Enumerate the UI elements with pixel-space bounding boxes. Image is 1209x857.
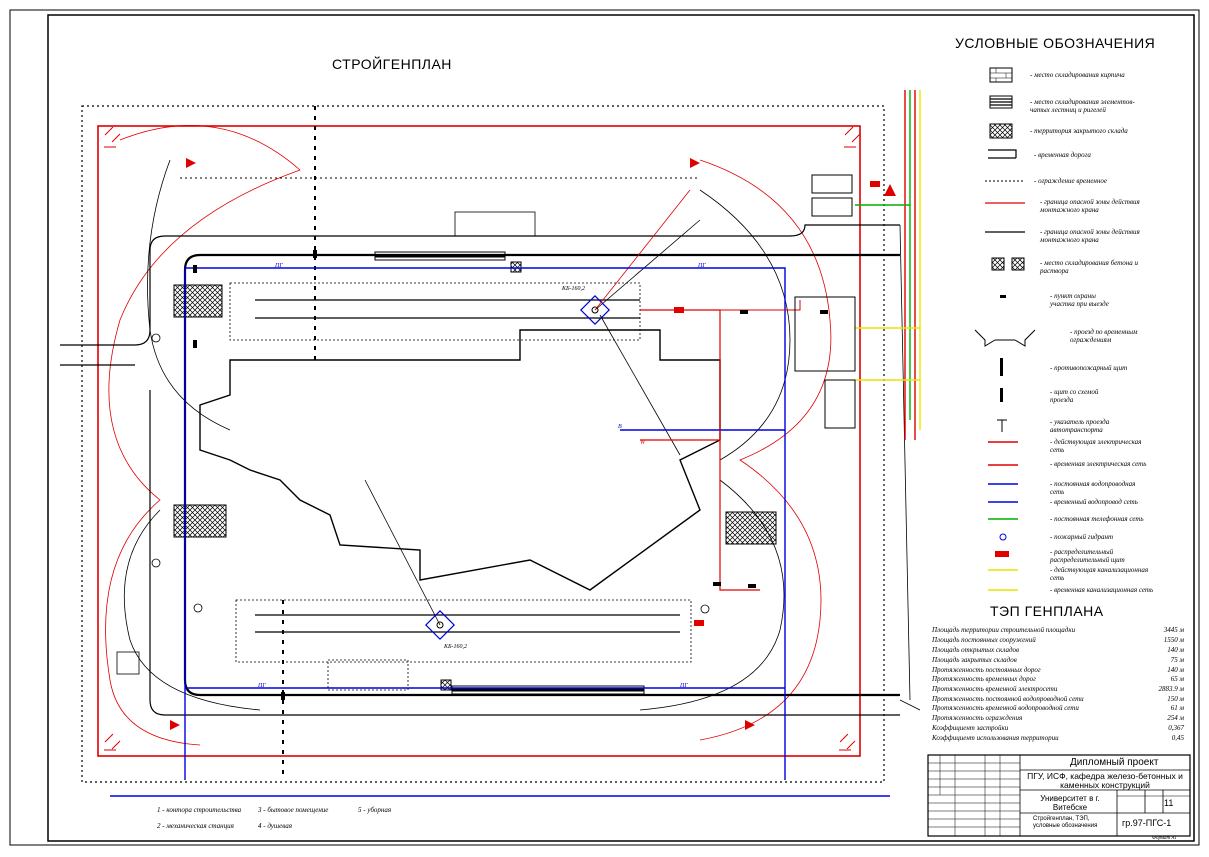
stamp-org: ПГУ, ИСФ, кафедра железо-бетонных и каме… — [1027, 771, 1183, 790]
legend-item: - ограждение временное — [1034, 177, 1107, 185]
hydrant-label: ПГ — [258, 683, 266, 689]
legend-item: - место складирования кирпича — [1030, 71, 1125, 79]
stamp-building: Университет в г. Витебске — [1040, 794, 1100, 812]
stamp-sheet-no: 11 — [1164, 798, 1174, 808]
stamp-format: Формат А1 — [1152, 836, 1177, 841]
power-label: W — [640, 440, 645, 446]
note-item: 1 - контора строительства — [157, 806, 242, 814]
crane-zone-curve — [105, 125, 301, 746]
corner-markers — [104, 126, 861, 751]
legend-item: - место складирования бетона и раствора — [1040, 259, 1138, 275]
stamp-code: гр.97-ПГС-1 — [1122, 818, 1172, 828]
crane-zone-curve — [699, 159, 832, 741]
legend-item: - граница опасной зоны действия монтажно… — [1040, 198, 1140, 214]
legend-item: - граница опасной зоны действия монтажно… — [1040, 228, 1140, 244]
legend-item: - проезд по временным ограждениям — [1070, 328, 1138, 344]
legend-symbols — [974, 67, 1036, 591]
site-fence — [81, 105, 885, 783]
legend-item: - постоянная телефонная сеть — [1050, 515, 1144, 523]
outer-frame — [9, 9, 1200, 846]
legend-item: - временная дорога — [1034, 151, 1091, 159]
tep-title: ТЭП ГЕНПЛАНА — [990, 603, 1104, 619]
legend-item: - временная электрическая сеть — [1050, 460, 1147, 468]
tep-row: Площадь территории строительной площадки… — [932, 626, 1184, 634]
danger-zone-rect — [97, 125, 861, 757]
legend-item: - щит со схемой проезда — [1050, 388, 1099, 404]
legend-item: - пункт охраны участка при выезде — [1050, 292, 1109, 308]
stamp-sheet-title: Стройгенплан, ТЭП, условные обозначения — [1033, 816, 1098, 829]
note-item: 3 - бытовое помещение — [258, 806, 329, 814]
note-item: 4 - душевая — [258, 822, 293, 830]
legend-item: - указатель проезда автотранспорта — [1050, 418, 1110, 434]
legend-item: - противопожарный щит — [1050, 364, 1128, 372]
hydrant-label: ПГ — [680, 683, 688, 689]
legend-item: - место складирования элементов-чатых ле… — [1030, 98, 1135, 114]
legend-item: - временный водопровод сеть — [1050, 498, 1138, 506]
legend-item: - действующая электрическая сеть — [1050, 438, 1142, 454]
crane-label: КБ-160,2 — [562, 286, 586, 292]
stamp-project: Дипломный проект — [1070, 757, 1159, 768]
note-item: 2 - механическая станция — [157, 822, 234, 830]
red-triangles — [170, 158, 755, 730]
hydrant-label: ПГ — [275, 263, 283, 269]
tep-row: Протяженность постоянной водопроводной с… — [932, 695, 1184, 703]
legend-item: - территория закрытого склада — [1030, 127, 1128, 135]
legend-title: УСЛОВНЫЕ ОБОЗНАЧЕНИЯ — [955, 35, 1156, 51]
inner-frame — [47, 14, 1195, 842]
legend-item: - временная канализационная сеть — [1050, 586, 1154, 594]
water-label: B — [618, 424, 622, 430]
drawing-title: СТРОЙГЕНПЛАН — [332, 56, 452, 72]
crane-zone-curve — [699, 189, 791, 461]
legend-item: - пожарный гидрант — [1050, 533, 1114, 541]
legend-item: - действующая канализационная сеть — [1050, 566, 1149, 582]
hydrant-label: ПГ — [698, 263, 706, 269]
note-item: 5 - уборная — [358, 806, 392, 814]
crane-label: КБ-160,2 — [444, 644, 468, 650]
tep-row: Протяженность временной водопроводной се… — [932, 704, 1184, 712]
legend-item: - постоянная водопроводная сеть — [1050, 480, 1136, 496]
legend-item: - распределительный распределительный щи… — [1050, 548, 1125, 564]
crane-zone-curve — [123, 509, 261, 711]
